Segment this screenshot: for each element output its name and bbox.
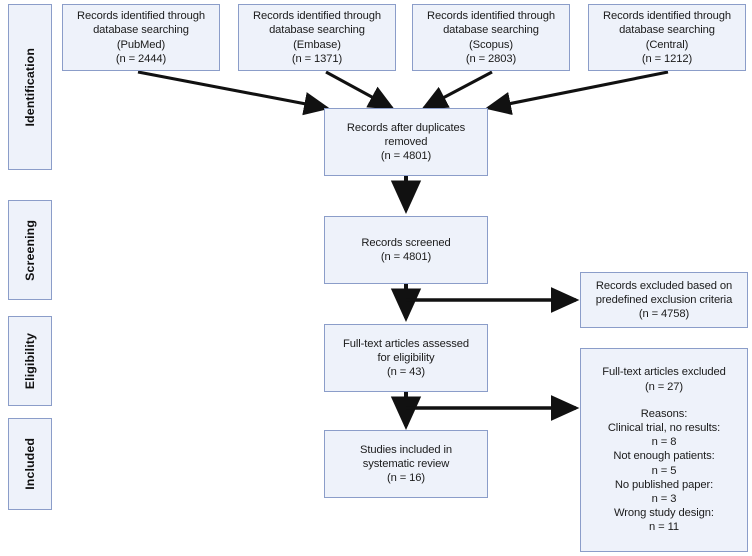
reason-label-wrong-study-design: Wrong study design: [614,507,714,520]
node-records-screened: Records screened (n = 4801) [324,216,488,284]
node-source-scopus-line3: (Scopus) [469,38,513,51]
reason-value-wrong-study-design: n = 11 [649,521,679,534]
node-source-scopus: Records identified through database sear… [412,4,570,71]
stage-label-eligibility-text: Eligibility [23,332,37,390]
edge-pubmed-to-duplicates [137,70,331,116]
node-source-pubmed-line2: database searching [93,24,189,37]
edge-embase-to-duplicates [325,70,395,110]
reason-value-no-published-paper: n = 3 [651,493,677,505]
node-studies-included-line1: Studies included in [359,443,452,456]
reason-label-no-published-paper: No published paper: [614,478,714,491]
node-records-excluded-line1: Records excluded based on [595,279,733,292]
node-studies-included: Studies included in systematic review (n… [324,430,488,498]
stage-label-screening: Screening [8,200,52,300]
stage-label-eligibility: Eligibility [8,316,52,406]
reason-value-clinical-trial: n = 8 [651,436,677,449]
node-source-scopus-count: (n = 2803) [465,52,517,65]
stage-label-included-text: Included [23,438,37,490]
node-fulltext-excluded-reasons-header: Reasons: [640,407,688,420]
node-source-embase: Records identified through database sear… [238,4,396,71]
reason-label-clinical-trial: Clinical trial, no results: [607,421,721,434]
node-duplicates-removed-line1: Records after duplicates [346,121,466,134]
node-duplicates-removed: Records after duplicates removed (n = 48… [324,108,488,176]
node-fulltext-assessed-line2: for eligibility [377,351,435,364]
node-records-screened-line1: Records screened [361,236,451,249]
node-source-central-line1: Records identified through [602,10,731,23]
node-studies-included-count: (n = 16) [386,472,426,485]
node-source-embase-line1: Records identified through [252,10,381,23]
node-source-pubmed-line3: (PubMed) [116,38,166,51]
stage-label-screening-text: Screening [23,219,37,281]
node-source-pubmed: Records identified through database sear… [62,4,220,71]
stage-label-identification: Identification [8,4,52,170]
edge-scopus-to-duplicates [421,70,493,110]
node-fulltext-assessed-count: (n = 43) [386,366,426,379]
node-duplicates-removed-line2: removed [384,135,428,148]
node-records-screened-count: (n = 4801) [380,251,432,263]
node-records-excluded: Records excluded based on predefined exc… [580,272,748,328]
node-source-embase-line3: (Embase) [293,38,341,51]
node-source-central: Records identified through database sear… [588,4,746,71]
node-fulltext-assessed-line1: Full-text articles assessed [342,337,469,350]
node-fulltext-assessed: Full-text articles assessed for eligibil… [324,324,488,392]
reason-value-not-enough-patients: n = 5 [651,464,677,477]
node-source-central-line3: (Central) [645,38,689,51]
node-source-pubmed-line1: Records identified through [76,10,205,23]
edge-central-to-duplicates [484,70,669,116]
node-fulltext-excluded: Full-text articles excluded (n = 27) Rea… [580,348,748,552]
node-source-central-line2: database searching [619,24,715,37]
node-source-pubmed-count: (n = 2444) [115,52,167,65]
node-studies-included-line2: systematic review [362,457,450,470]
stage-label-identification-text: Identification [23,47,37,127]
node-source-central-count: (n = 1212) [641,52,693,65]
node-duplicates-removed-count: (n = 4801) [380,150,432,163]
node-records-excluded-line2: predefined exclusion criteria [595,293,733,306]
stage-label-included: Included [8,418,52,510]
node-records-excluded-count: (n = 4758) [638,308,690,321]
node-source-embase-line2: database searching [269,24,365,37]
spacer [585,394,743,407]
reason-label-not-enough-patients: Not enough patients: [613,450,715,463]
node-source-scopus-line1: Records identified through [426,10,555,23]
node-fulltext-excluded-count: (n = 27) [644,380,684,393]
node-source-embase-count: (n = 1371) [291,52,343,65]
node-source-scopus-line2: database searching [443,24,539,37]
node-fulltext-excluded-line1: Full-text articles excluded [602,366,726,379]
